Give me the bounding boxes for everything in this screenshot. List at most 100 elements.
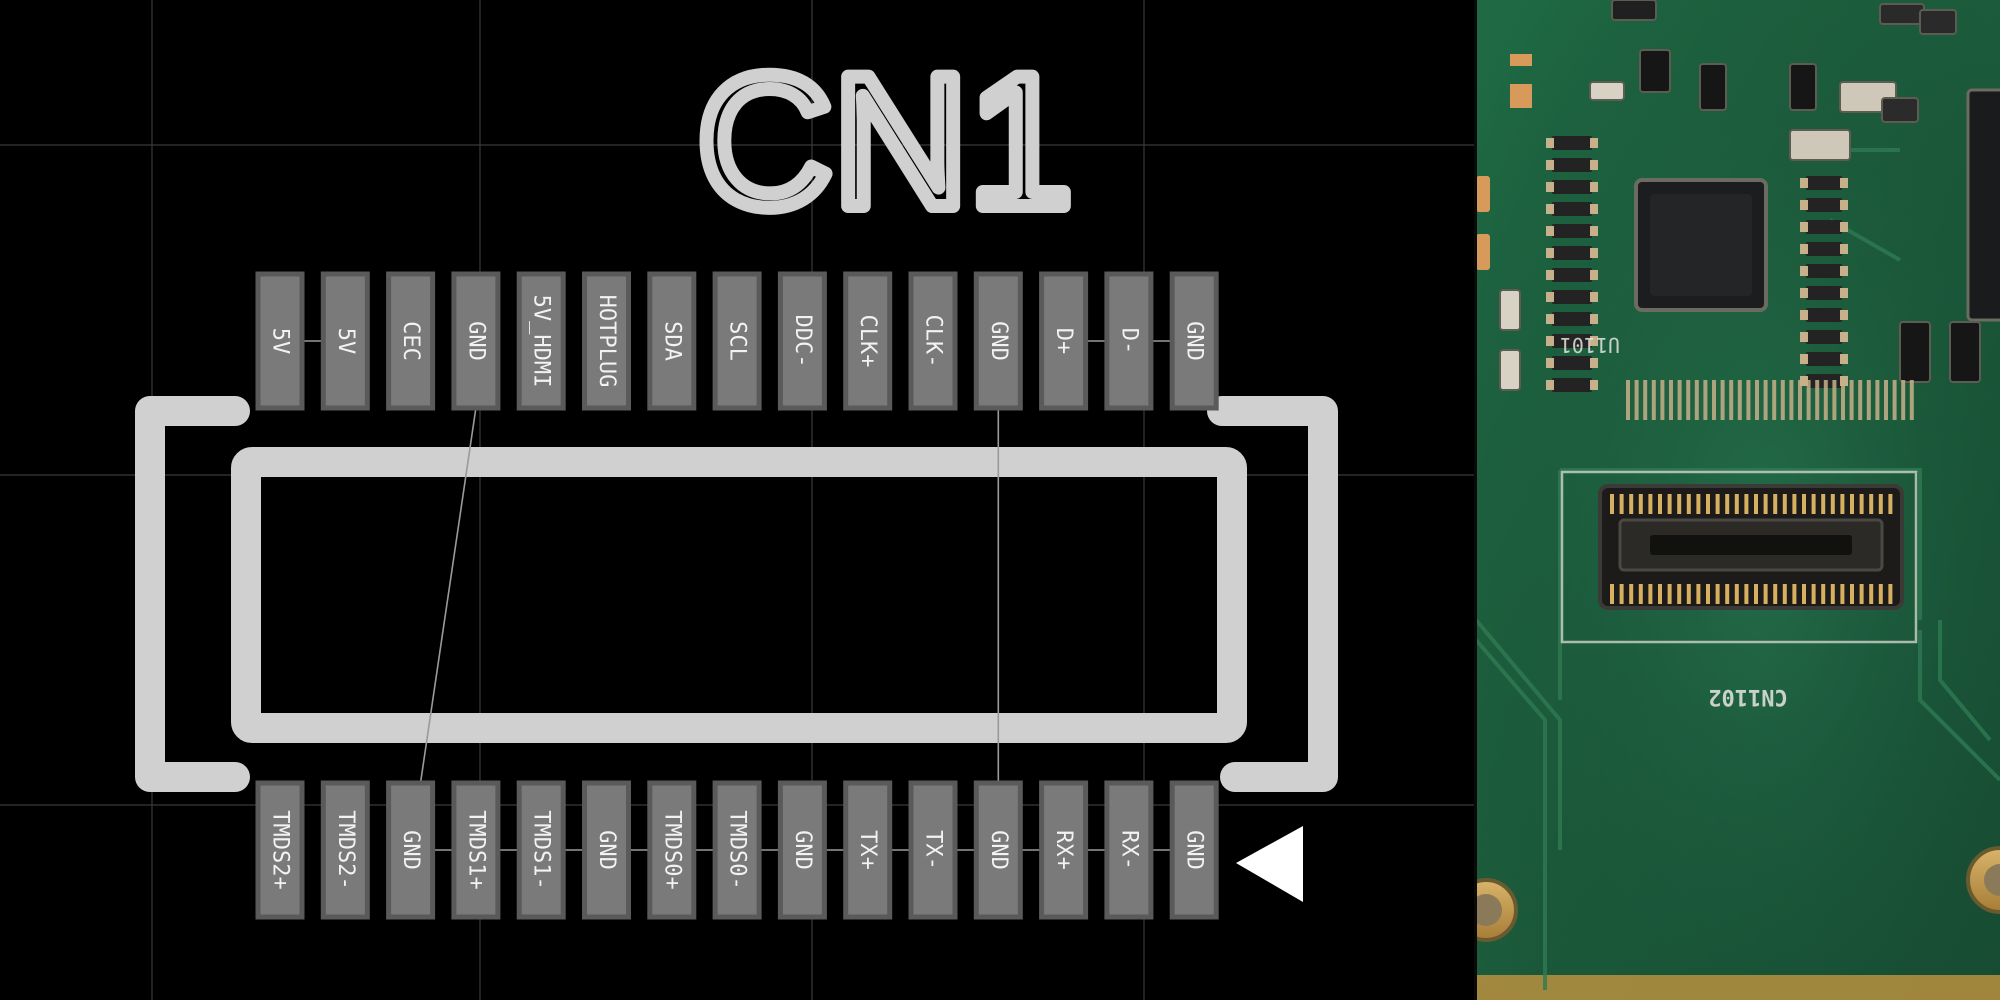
resistor-body (1552, 136, 1592, 150)
connector-pin (1725, 494, 1730, 514)
bottom-row-pad-13: RX+ (1039, 780, 1089, 920)
resistor-end (1800, 222, 1808, 232)
connector-pin (1754, 584, 1758, 604)
top-row-pad-5: 5V_HDMI (516, 271, 566, 411)
connector-pin (1888, 584, 1893, 604)
resistor-end (1546, 380, 1554, 390)
resistor-end (1546, 248, 1554, 258)
fine-pad (1729, 380, 1734, 420)
resistor-body (1806, 220, 1842, 234)
resistor-end (1590, 248, 1598, 258)
fine-pitch-pads (1626, 380, 1914, 420)
resistor-body (1552, 312, 1592, 326)
connector-pin (1629, 584, 1634, 604)
pad-label: TMDS0+ (659, 810, 684, 889)
resistor-body (1552, 158, 1592, 172)
connector-pin (1696, 494, 1701, 514)
pad-shape (582, 780, 631, 920)
connector-silk-outline (1560, 470, 1918, 644)
resistor-end (1840, 354, 1848, 364)
pad-shape (320, 271, 370, 411)
fine-pad (1772, 380, 1777, 420)
pad-label: GND (986, 321, 1011, 361)
fine-pad (1746, 380, 1751, 420)
resistor-end (1546, 160, 1554, 170)
top-row-pad-8: SCL (712, 271, 762, 411)
top-row-pad-6: HOTPLUG (582, 271, 631, 411)
pad-label: GND (463, 321, 488, 361)
connector-pin (1802, 584, 1806, 604)
connector-pin (1638, 584, 1643, 604)
connector-pin (1725, 584, 1730, 604)
connector-pin (1696, 584, 1701, 604)
resistor-end (1546, 270, 1554, 280)
resistor-body (1806, 352, 1842, 366)
resistor-body (1806, 308, 1842, 322)
top-row-pad-10: CLK+ (843, 271, 893, 411)
top-row-pad-3: CEC (386, 271, 436, 411)
connector-pin (1821, 494, 1826, 514)
bottom-row-pad-5: TMDS1- (516, 780, 566, 920)
resistor-body (1552, 378, 1592, 392)
pad-shape (1039, 271, 1089, 411)
fine-pad (1798, 380, 1802, 420)
fine-pad (1737, 380, 1742, 420)
fine-pad (1858, 380, 1863, 420)
connector-pin (1744, 584, 1749, 604)
silkscreen-marks: U1101 CN1102 (1560, 333, 1788, 709)
resistor-end (1590, 314, 1598, 324)
resistor-array-right (1800, 176, 1848, 388)
pad-label: GND (1182, 321, 1207, 361)
smd-part-10 (1949, 321, 1981, 383)
pad-label: SDA (659, 321, 684, 361)
resistor-body (1806, 176, 1842, 190)
connector-pin (1763, 584, 1768, 604)
fine-pad (1651, 380, 1656, 420)
resistor-end (1546, 358, 1554, 368)
smd-part-13 (1589, 81, 1625, 101)
pad-shape (516, 271, 566, 411)
fine-pad (1806, 380, 1811, 420)
pad-label: GND (790, 830, 815, 870)
connector-pin (1658, 494, 1662, 514)
mounting-holes (1476, 846, 2000, 942)
smd-part-1 (1639, 49, 1671, 93)
fine-pad (1884, 380, 1888, 420)
top-row-pad-4: GND (451, 271, 501, 411)
top-row-pad-13: D+ (1039, 271, 1089, 411)
connector-pin (1869, 494, 1874, 514)
resistor-end (1840, 266, 1848, 276)
bottom-row-pad-11: TX- (908, 780, 958, 920)
pad-shape (712, 271, 762, 411)
top-row-pad-2: 5V (320, 271, 370, 411)
connector-pin (1878, 494, 1883, 514)
connector-pin (1754, 494, 1758, 514)
pad-label: DDC- (790, 315, 815, 368)
pad-shape (255, 780, 305, 920)
pad-label: CEC (398, 321, 423, 361)
resistor-end (1800, 310, 1808, 320)
pad-label: RX- (1116, 830, 1141, 870)
resistor-end (1546, 204, 1554, 214)
panel-separator (1474, 0, 1477, 1000)
fine-pad (1763, 380, 1768, 420)
resistor-body (1552, 356, 1592, 370)
connector-pin (1811, 584, 1816, 604)
smd-part-11 (1499, 289, 1521, 331)
pad-shape (973, 271, 1023, 411)
bottom-row-pad-7: TMDS0+ (647, 780, 697, 920)
resistor-end (1800, 354, 1808, 364)
connector-pin (1658, 584, 1662, 604)
connector-pin (1773, 584, 1778, 604)
fine-pad (1720, 380, 1725, 420)
connector-pin (1734, 584, 1739, 604)
pad-label: TX- (921, 830, 946, 870)
resistor-body (1552, 246, 1592, 260)
pad-label: GND (594, 830, 619, 870)
smd-components (1499, 0, 1981, 391)
connector-pin (1706, 584, 1710, 604)
